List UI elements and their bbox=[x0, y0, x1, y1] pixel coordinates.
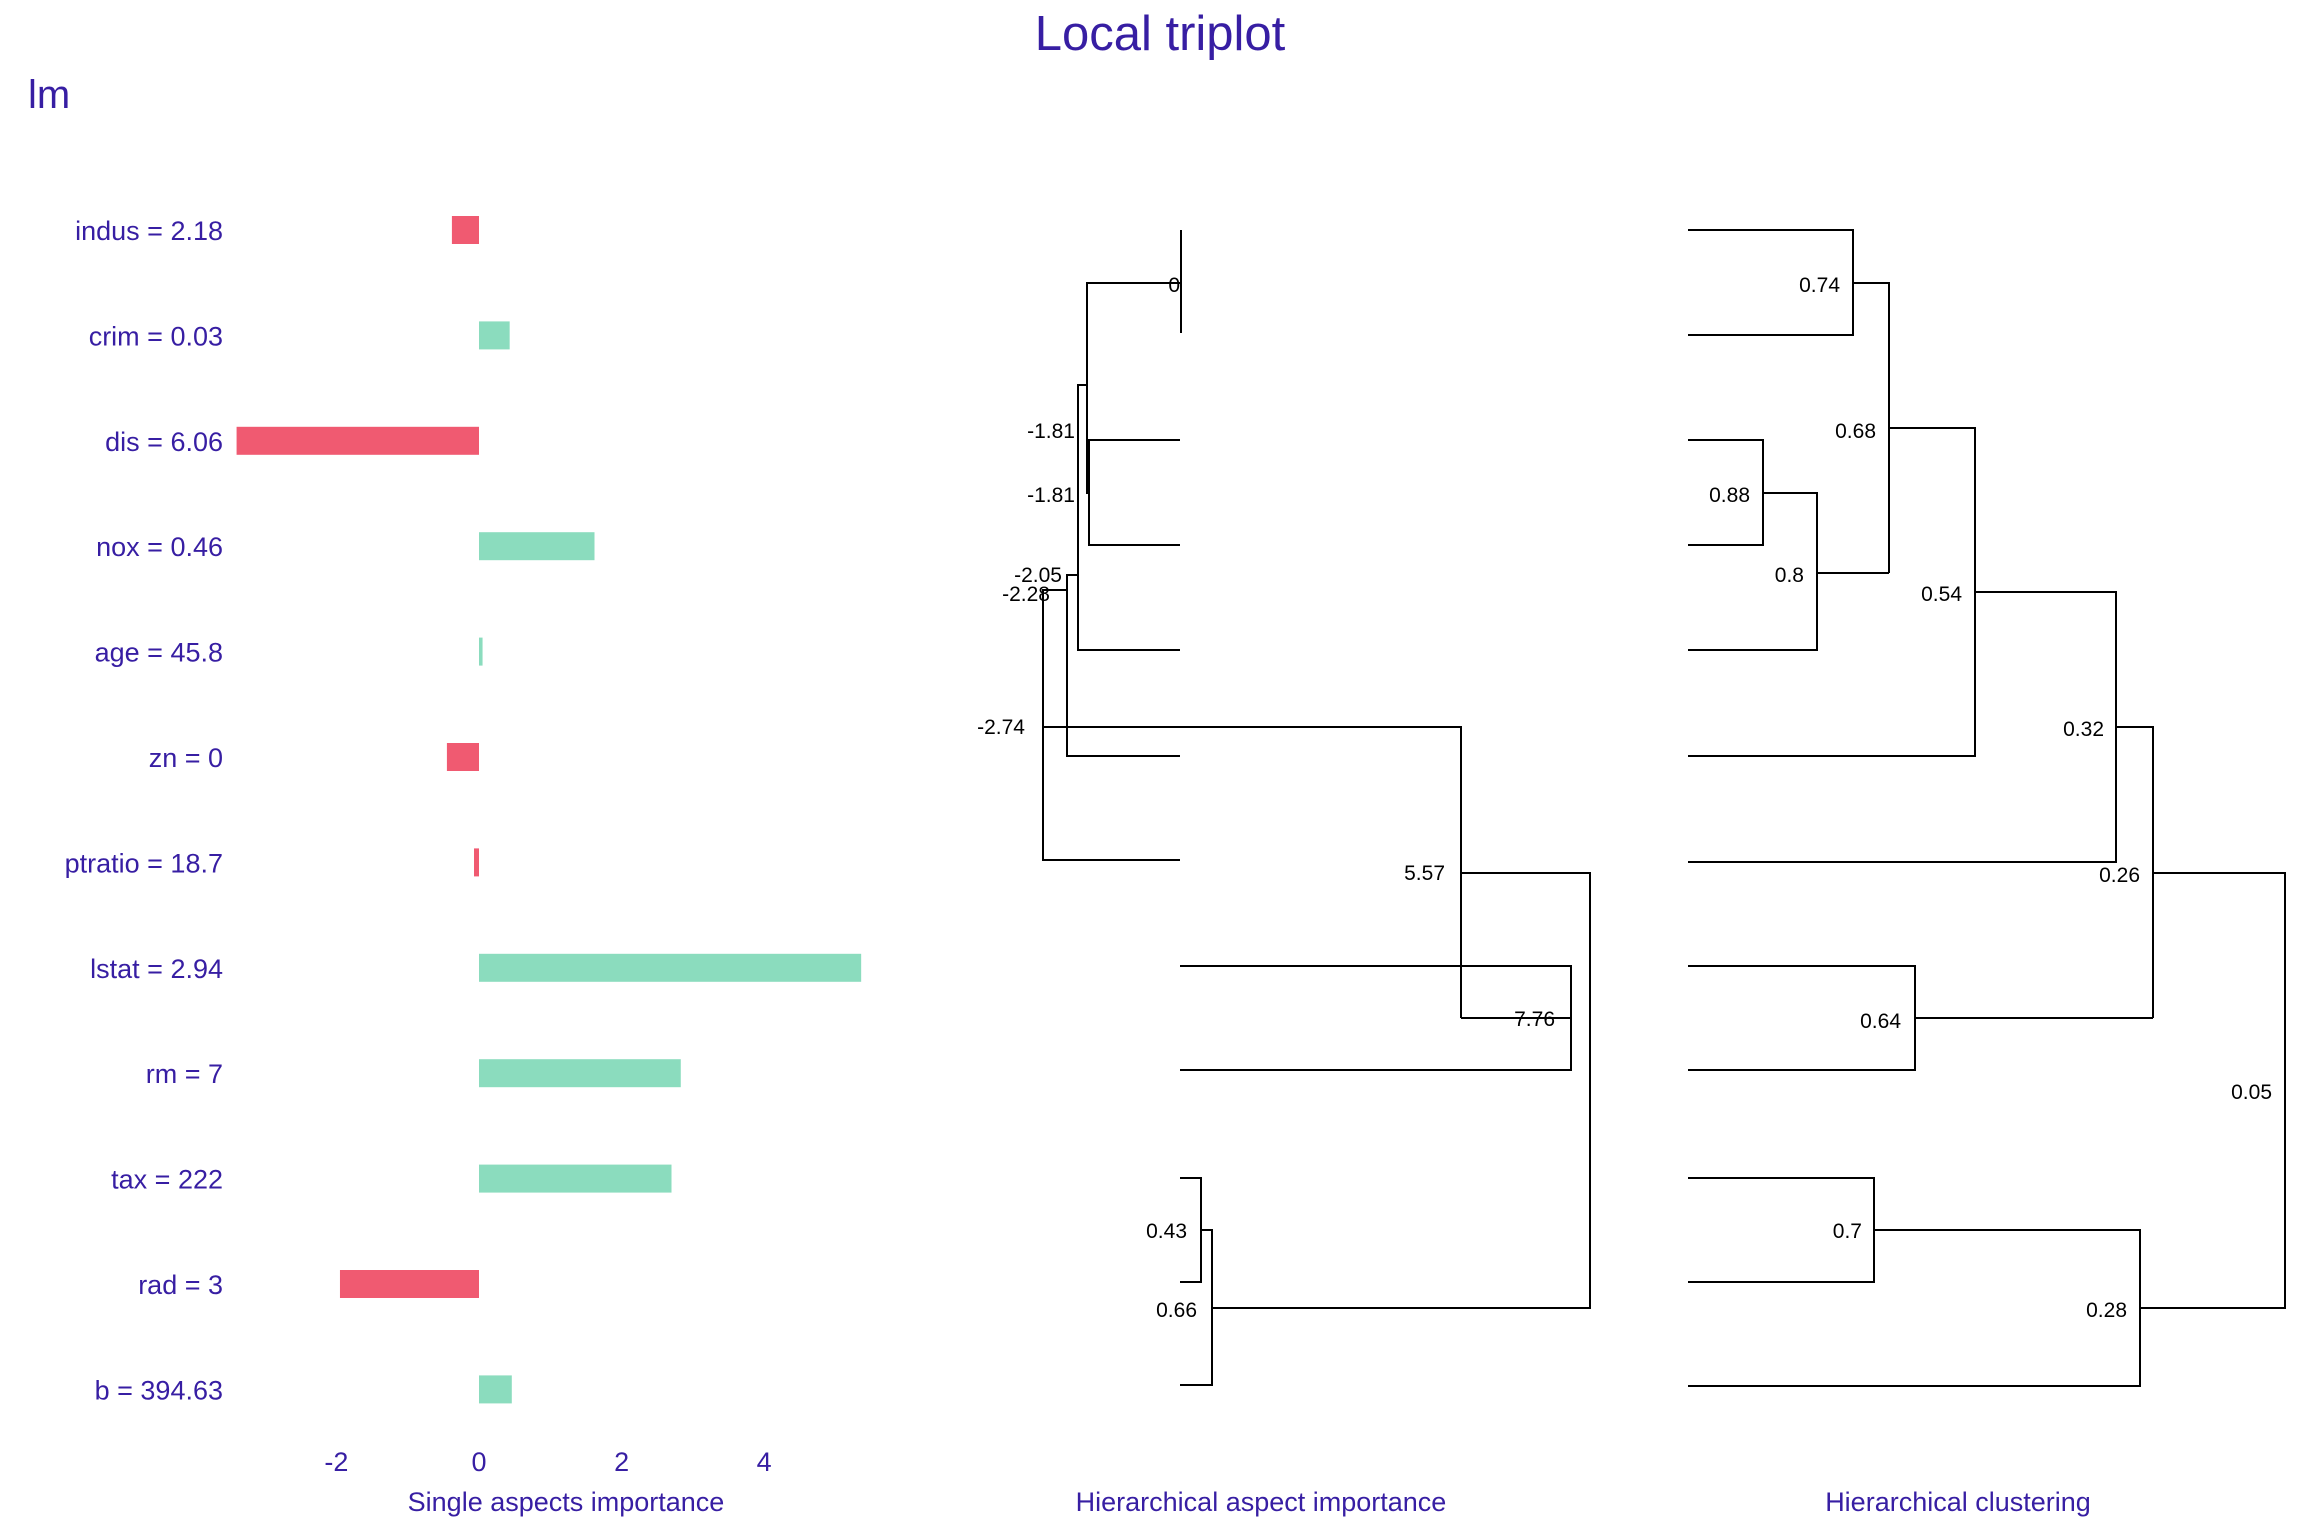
merge-label: 0.64 bbox=[1860, 1010, 1901, 1033]
branch bbox=[1088, 439, 1180, 546]
category-label: tax = 222 bbox=[111, 1165, 223, 1195]
single-aspects-panel: indus = 2.18 crim = 0.03 dis = 6.06 nox = 0… bbox=[65, 216, 862, 1517]
bar bbox=[479, 637, 483, 666]
branch bbox=[1853, 282, 1890, 573]
branch bbox=[2140, 872, 2286, 1309]
merge-label: 0.8 bbox=[1775, 564, 1804, 587]
category-label: ptratio = 18.7 bbox=[65, 848, 223, 878]
x-axis-label-single: Single aspects importance bbox=[408, 1487, 725, 1517]
merge-label: 0.66 bbox=[1156, 1299, 1197, 1322]
merge-label: 0.32 bbox=[2063, 718, 2104, 741]
x-tick-label: -2 bbox=[324, 1447, 348, 1477]
category-labels: indus = 2.18 crim = 0.03 dis = 6.06 nox = 0… bbox=[65, 216, 223, 1405]
x-tick-labels: -2 0 2 4 bbox=[324, 1447, 771, 1477]
bar bbox=[446, 743, 479, 771]
merge-label: -2.74 bbox=[977, 716, 1025, 739]
merge-label: 7.76 bbox=[1514, 1008, 1555, 1031]
bar bbox=[479, 953, 862, 982]
category-label: lstat = 2.94 bbox=[90, 954, 223, 984]
x-axis-label-hier-clustering: Hierarchical clustering bbox=[1825, 1487, 2091, 1517]
x-tick-label: 0 bbox=[471, 1447, 486, 1477]
branch bbox=[1688, 591, 2117, 863]
merge-label: 0.43 bbox=[1146, 1220, 1187, 1243]
bar bbox=[479, 1164, 672, 1193]
merge-labels: 0.74 0.68 0.88 0.8 0.54 0.32 0.26 0.64 0… bbox=[1709, 274, 2272, 1322]
dendrogram-branches bbox=[1688, 229, 2286, 1387]
bar bbox=[236, 426, 479, 455]
merge-label: 0.74 bbox=[1799, 274, 1840, 297]
branch bbox=[1212, 872, 1591, 1309]
bars-group bbox=[236, 216, 862, 1404]
category-label: b = 394.63 bbox=[95, 1375, 223, 1405]
merge-label: 0.28 bbox=[2086, 1299, 2127, 1322]
category-label: nox = 0.46 bbox=[96, 532, 223, 562]
bar bbox=[339, 1270, 479, 1298]
merge-label: 0.54 bbox=[1921, 583, 1962, 606]
branch bbox=[1042, 589, 1180, 861]
bar bbox=[451, 216, 479, 244]
x-tick-label: 2 bbox=[614, 1447, 629, 1477]
hierarchical-importance-panel: 0 -1.81 -1.81 -2.05 -2.28 -2.74 5.57 7.7… bbox=[977, 230, 1591, 1517]
branch bbox=[1180, 1229, 1213, 1386]
branch bbox=[1688, 492, 1818, 651]
merge-label: 0.05 bbox=[2231, 1081, 2272, 1104]
merge-label: 0.7 bbox=[1833, 1220, 1862, 1243]
branch bbox=[1688, 1229, 2141, 1387]
hierarchical-clustering-panel: 0.74 0.68 0.88 0.8 0.54 0.32 0.26 0.64 0… bbox=[1688, 229, 2286, 1517]
category-label: indus = 2.18 bbox=[75, 216, 223, 246]
bar bbox=[479, 321, 510, 350]
branch bbox=[2116, 726, 2154, 1018]
figure-title: Local triplot bbox=[1035, 7, 1286, 61]
merge-label: -2.28 bbox=[1002, 583, 1050, 606]
branch bbox=[1066, 574, 1180, 757]
branch bbox=[1077, 384, 1180, 651]
merge-labels: 0 -1.81 -1.81 -2.05 -2.28 -2.74 5.57 7.7… bbox=[977, 274, 1555, 1322]
category-label: zn = 0 bbox=[149, 743, 223, 773]
merge-label: 0.26 bbox=[2099, 864, 2140, 887]
bar bbox=[479, 1059, 681, 1088]
category-label: crim = 0.03 bbox=[89, 321, 223, 351]
category-label: dis = 6.06 bbox=[105, 427, 223, 457]
category-label: age = 45.8 bbox=[95, 638, 223, 668]
bar bbox=[474, 848, 479, 877]
model-label: lm bbox=[28, 73, 70, 117]
category-label: rm = 7 bbox=[146, 1059, 223, 1089]
branch bbox=[1086, 282, 1181, 494]
merge-label: -2.05 bbox=[1014, 564, 1062, 587]
merge-label: 0.88 bbox=[1709, 484, 1750, 507]
bar bbox=[479, 532, 595, 561]
bar bbox=[479, 1375, 512, 1404]
merge-label: -1.81 bbox=[1027, 420, 1075, 443]
merge-label: 0 bbox=[1168, 274, 1180, 297]
merge-label: 5.57 bbox=[1404, 862, 1445, 885]
x-axis-label-hier-importance: Hierarchical aspect importance bbox=[1076, 1487, 1447, 1517]
x-tick-label: 4 bbox=[757, 1447, 772, 1477]
merge-label: -1.81 bbox=[1027, 484, 1075, 507]
category-label: rad = 3 bbox=[138, 1270, 223, 1300]
merge-label: 0.68 bbox=[1835, 420, 1876, 443]
branch bbox=[1043, 726, 1462, 1018]
dendrogram-branches bbox=[1042, 230, 1591, 1386]
